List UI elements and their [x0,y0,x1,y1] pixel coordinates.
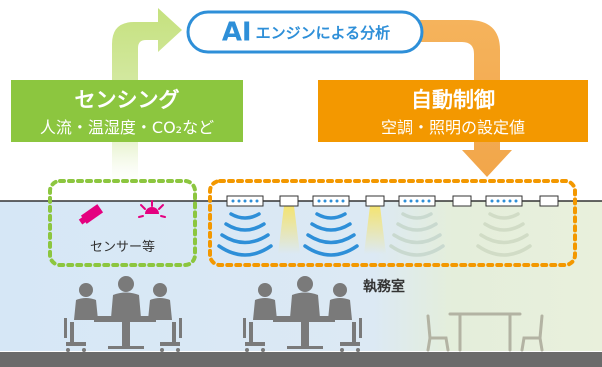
airflow-icon [217,212,273,257]
ac-unit-icon [312,195,350,207]
ai-engine-pill [186,10,424,54]
ac-unit-icon [398,195,436,207]
sensing-box [11,80,243,142]
equipment-frame [208,179,577,267]
light-fixture-icon [452,195,472,207]
sensor-label: センサー等 [89,240,155,255]
sensing-subtitle: 人流・温湿度・CO₂など [39,118,215,137]
sensor-frame [48,179,197,267]
light-fixture-icon [539,195,559,207]
light-fixture-icon [278,195,300,254]
engine-text: エンジンによる分析 [255,23,391,42]
sensor-icon [78,204,104,225]
meeting-group-icon [64,276,182,352]
empty-table-icon [426,312,544,352]
light-sensor-icon [138,200,166,218]
meeting-group-icon [243,276,362,352]
light-fixture-icon [364,195,386,254]
ai-text: AI [221,17,252,48]
room-label: 執務室 [363,279,405,295]
control-title: 自動制御 [411,88,495,112]
airflow-icon [476,212,532,257]
sensing-title: センシング [74,88,180,112]
airflow-icon [389,212,445,257]
control-box [318,80,588,142]
ac-unit-icon [226,195,264,207]
floor [0,352,602,367]
control-subtitle: 空調・照明の設定値 [380,118,525,137]
airflow-icon [303,212,359,257]
ac-unit-icon [485,195,523,207]
